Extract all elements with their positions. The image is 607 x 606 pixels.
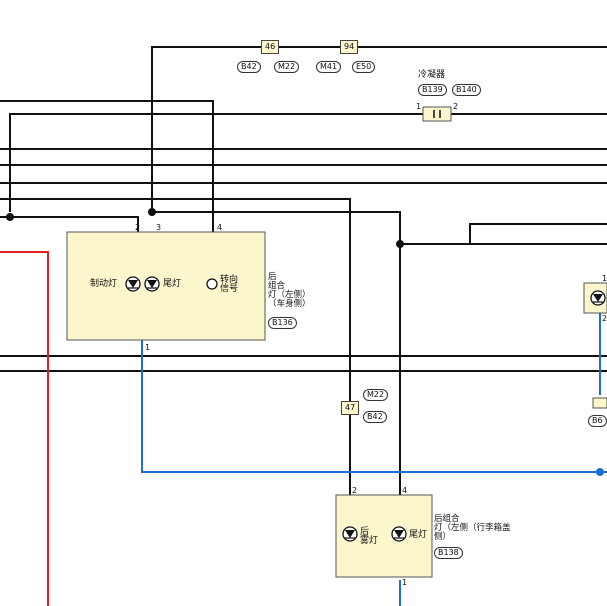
rear-fog-lamp-label: 后 雾灯 bbox=[360, 527, 379, 547]
pin-right-2: 2 bbox=[602, 314, 607, 323]
pin-b138-1: 1 bbox=[402, 578, 408, 587]
condenser-label: 冷凝器 bbox=[418, 70, 446, 80]
pin-b136-4: 4 bbox=[217, 223, 223, 232]
pin-right-1: 1 bbox=[602, 274, 607, 283]
connector-94: 94 bbox=[340, 40, 359, 54]
ref-m41[interactable]: M41 bbox=[316, 61, 342, 73]
ref-b138[interactable]: B138 bbox=[434, 547, 463, 559]
ref-b139[interactable]: B139 bbox=[418, 84, 447, 96]
pin-b136-3: 3 bbox=[156, 223, 162, 232]
ref-m22-top[interactable]: M22 bbox=[274, 61, 300, 73]
ref-b6[interactable]: B6 bbox=[588, 415, 607, 427]
pin-condenser-1: 1 bbox=[416, 102, 422, 111]
ref-b42-top[interactable]: B42 bbox=[237, 61, 261, 73]
ref-b140[interactable]: B140 bbox=[452, 84, 481, 96]
tail-lamp-label-2: 尾灯 bbox=[409, 530, 428, 540]
brake-lamp-label: 制动灯 bbox=[90, 279, 118, 289]
connector-47: 47 bbox=[341, 401, 360, 415]
pin-condenser-2: 2 bbox=[453, 102, 459, 111]
rear-combo-left-trunk-label: 后组合 灯（左侧（行李箱盖 侧） bbox=[434, 514, 511, 542]
pin-b136-1: 1 bbox=[145, 343, 151, 352]
pin-b136-2: 2 bbox=[135, 223, 141, 232]
turn-signal-label: 转向 信号 bbox=[220, 275, 239, 295]
pin-b138-4: 4 bbox=[402, 486, 408, 495]
ref-m22-mid[interactable]: M22 bbox=[363, 389, 389, 401]
ref-b136[interactable]: B136 bbox=[268, 317, 297, 329]
connector-46: 46 bbox=[261, 40, 280, 54]
pin-b138-2: 2 bbox=[352, 486, 358, 495]
ref-b42-mid[interactable]: B42 bbox=[363, 411, 387, 423]
rear-combo-left-body-label: 后 组合 灯（左侧） （车身侧） bbox=[268, 272, 311, 309]
tail-lamp-label-1: 尾灯 bbox=[163, 279, 182, 289]
ref-e50[interactable]: E50 bbox=[352, 61, 376, 73]
